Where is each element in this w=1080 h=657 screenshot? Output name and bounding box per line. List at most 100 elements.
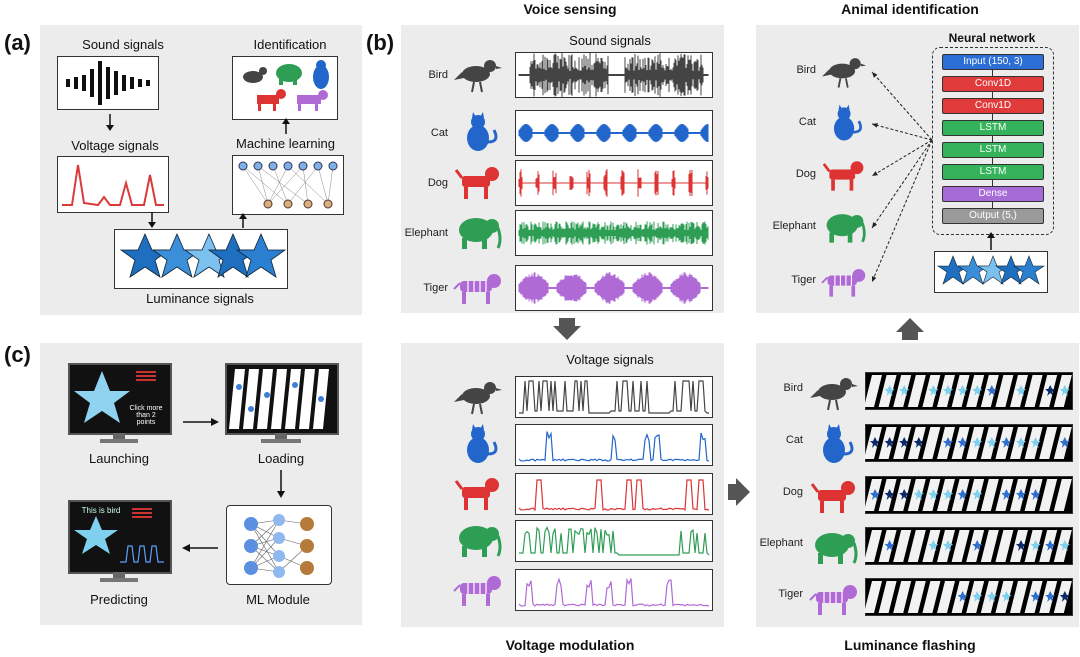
neural-network-title: Neural network <box>948 31 1036 45</box>
panel-label-c: (c) <box>4 342 31 367</box>
cat-icon <box>467 424 498 463</box>
elephant-output-arrow <box>871 139 933 229</box>
a-ml-network-box <box>232 155 344 215</box>
panel-label-a: (a) <box>4 30 31 55</box>
dog-identification-label: Dog <box>795 168 816 180</box>
tiger-icon <box>821 269 866 297</box>
bird-identification-label: Bird <box>796 64 816 76</box>
predicting-label: Predicting <box>90 592 148 607</box>
tiger-luminance-label: Tiger <box>778 588 803 600</box>
tiger-voltage-box <box>515 569 713 611</box>
b-voltage-signals-label: Voltage signals <box>566 352 654 367</box>
elephant-sound-wave <box>518 221 709 245</box>
predicting-screen <box>74 508 164 563</box>
cat-output-arrowhead <box>872 123 878 128</box>
launching-label: Launching <box>89 451 149 466</box>
elephant-luminance-strip <box>864 528 1072 564</box>
a-luminance-box <box>114 229 288 289</box>
dog-luminance-box <box>864 476 1073 514</box>
b-arrow-down-big <box>553 318 581 340</box>
bird-icon <box>822 58 867 88</box>
launching-monitor: Click more than 2 points <box>68 363 172 445</box>
dog-voltage-wave <box>518 479 710 512</box>
bird-output-arrowhead <box>872 72 878 78</box>
tiger-sound-box <box>515 265 713 311</box>
tiger-icon <box>809 585 857 615</box>
nn-layer-connector <box>992 136 993 142</box>
dog-icon <box>454 478 499 510</box>
elephant-icon <box>826 214 866 243</box>
elephant-sound-box <box>515 210 713 256</box>
elephant-output-arrowhead <box>872 222 878 228</box>
nn-layer-connector <box>992 114 993 120</box>
tiger-output-arrowhead <box>871 276 877 282</box>
title-animal-identification: Animal identification <box>841 1 979 17</box>
a-voltage-signal-box <box>57 156 169 213</box>
bird-luminance-strip <box>864 373 1072 409</box>
nn-layer-connector <box>992 202 993 208</box>
bird-icon <box>454 382 502 415</box>
elephant-identification-label: Elephant <box>772 220 816 232</box>
a-sound-signals-label: Sound signals <box>82 37 164 52</box>
dog-icon <box>454 167 499 199</box>
dog-voltage-box <box>515 473 713 515</box>
tiger-sound-label: Tiger <box>423 282 448 294</box>
cat-luminance-label: Cat <box>785 434 803 446</box>
a-luminance-signals-label: Luminance signals <box>146 291 254 306</box>
a-arrow-down-2 <box>148 212 156 228</box>
cat-output-arrow <box>871 123 933 141</box>
cat-icon <box>833 104 862 141</box>
nn-layer-output-5: Output (5,) <box>942 208 1044 224</box>
bird-voltage-box <box>515 376 713 418</box>
nn-layer-lstm: LSTM <box>942 142 1044 158</box>
a-voltage-signals-label: Voltage signals <box>71 138 159 153</box>
nn-layer-connector <box>992 158 993 164</box>
tiger-output-arrow <box>871 139 933 283</box>
predicting-bird-text: This is bird <box>81 506 121 515</box>
a-arrow-up-1 <box>282 118 290 134</box>
nn-layer-conv1d: Conv1D <box>942 76 1044 92</box>
bird-voltage-wave <box>519 380 709 414</box>
dog-sound-wave <box>518 169 709 197</box>
elephant-icon <box>459 526 502 557</box>
a-network-graph <box>238 161 338 209</box>
ml-module-label: ML Module <box>246 592 310 607</box>
elephant-luminance-box <box>864 527 1073 565</box>
dog-sound-label: Dog <box>427 177 448 189</box>
c-arrow-down <box>277 470 285 498</box>
tiger-luminance-box <box>864 578 1073 616</box>
nn-layer-lstm: LSTM <box>942 120 1044 136</box>
dog-icon <box>810 481 855 513</box>
nn-layer-connector <box>992 180 993 186</box>
nn-layer-lstm: LSTM <box>942 164 1044 180</box>
elephant-voltage-wave <box>519 525 710 556</box>
elephant-icon <box>459 218 502 249</box>
bird-luminance-label: Bird <box>783 382 803 394</box>
c-arrow-right <box>183 418 219 426</box>
nn-input-arrow <box>987 232 995 250</box>
a-star-row <box>119 233 287 278</box>
nn-layer-connector <box>992 92 993 98</box>
title-luminance-flashing: Luminance flashing <box>844 637 976 653</box>
cat-voltage-wave <box>518 431 710 462</box>
nn-layer-conv1d: Conv1D <box>942 98 1044 114</box>
dog-icon <box>822 161 864 191</box>
b-arrow-up-big <box>896 318 924 340</box>
ml-module-network <box>244 514 314 578</box>
b-arrow-right-big <box>728 478 750 506</box>
bird-sound-wave <box>518 53 709 97</box>
a-arrow-down-1 <box>106 114 114 131</box>
a-machine-learning-label: Machine learning <box>235 136 335 151</box>
bird-icon <box>454 60 502 93</box>
title-voltage-modulation: Voltage modulation <box>505 637 635 653</box>
nn-layer-connector <box>992 70 993 76</box>
dog-luminance-label: Dog <box>782 486 803 498</box>
b-sound-signals-label: Sound signals <box>569 33 651 48</box>
dog-luminance-strip <box>864 477 1072 513</box>
bird-luminance-box <box>864 372 1073 410</box>
a-sound-signal-box <box>57 56 159 110</box>
nn-layer-input-150-3: Input (150, 3) <box>942 54 1044 70</box>
c-arrow-left <box>182 544 218 552</box>
